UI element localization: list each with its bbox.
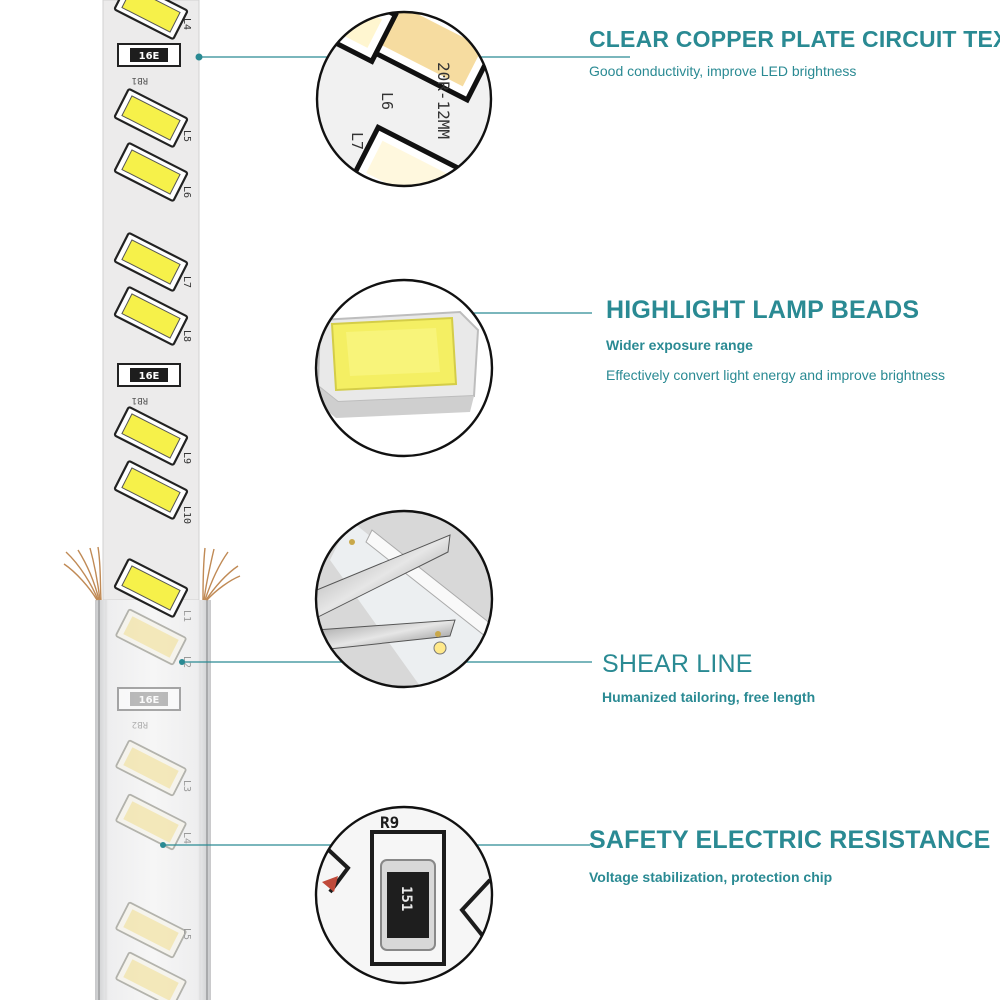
detail-shear-line	[314, 509, 494, 689]
feature-subtitle: Humanized tailoring, free length	[602, 689, 816, 705]
svg-text:L5: L5	[181, 928, 192, 940]
feature-lamp-beads: HIGHLIGHT LAMP BEADS Wider exposure rang…	[606, 296, 945, 383]
svg-text:L10: L10	[181, 506, 192, 524]
svg-text:L4: L4	[181, 832, 192, 844]
feature-subtitle: Good conductivity, improve LED brightnes…	[589, 63, 857, 79]
strip-resistor-2: 16E RB1	[117, 363, 181, 405]
svg-text:16E: 16E	[139, 51, 160, 62]
svg-text:16E: 16E	[139, 695, 160, 706]
detail-led-bead	[314, 278, 494, 458]
feature-title: CLEAR COPPER PLATE CIRCUIT TEX	[589, 26, 1000, 52]
svg-text:L6: L6	[378, 92, 396, 110]
svg-text:20R-12MM: 20R-12MM	[434, 62, 453, 139]
svg-text:R9: R9	[380, 813, 399, 832]
feature-subtitle: Voltage stabilization, protection chip	[589, 869, 833, 885]
strip-leds-lower	[115, 608, 187, 1000]
copper-wires-left	[63, 546, 102, 601]
svg-text:L3: L3	[181, 780, 192, 792]
strip-resistor-1: 16E RB1	[117, 43, 181, 85]
svg-text:151: 151	[398, 886, 414, 911]
strip-leds-upper	[113, 0, 189, 618]
svg-text:L7: L7	[348, 132, 366, 150]
svg-text:L8: L8	[181, 330, 192, 342]
detail-circuit: 20R-12MM L6 L7	[315, 10, 493, 188]
svg-text:RB1: RB1	[132, 75, 148, 85]
copper-wires-right	[202, 547, 241, 601]
feature-title: HIGHLIGHT LAMP BEADS	[606, 296, 920, 324]
connector-dots	[160, 53, 203, 848]
feature-resistance: SAFETY ELECTRIC RESISTANCE Voltage stabi…	[589, 826, 991, 885]
detail-resistor: 151 R9	[314, 805, 494, 985]
svg-text:L6: L6	[181, 186, 192, 198]
feature-copper-circuit: CLEAR COPPER PLATE CIRCUIT TEX Good cond…	[589, 26, 1000, 79]
feature-title: SHEAR LINE	[602, 650, 753, 678]
feature-shear-line: SHEAR LINE Humanized tailoring, free len…	[602, 650, 815, 705]
svg-text:L5: L5	[181, 130, 192, 142]
svg-text:L1: L1	[181, 610, 192, 622]
feature-subtitle: Wider exposure range	[606, 337, 753, 353]
svg-text:RB1: RB1	[132, 395, 148, 405]
svg-text:L9: L9	[181, 452, 192, 464]
feature-title: SAFETY ELECTRIC RESISTANCE	[589, 826, 991, 854]
strip-resistor-3: 16E RB2	[117, 687, 181, 729]
svg-text:RB2: RB2	[132, 719, 148, 729]
svg-text:L7: L7	[181, 276, 192, 288]
strip-led-labels: L4 L5 L6 L7 L8 L9 L10	[181, 18, 192, 524]
feature-subtitle: Effectively convert light energy and imp…	[606, 367, 946, 383]
svg-text:L4: L4	[181, 18, 192, 30]
svg-text:16E: 16E	[139, 371, 160, 382]
